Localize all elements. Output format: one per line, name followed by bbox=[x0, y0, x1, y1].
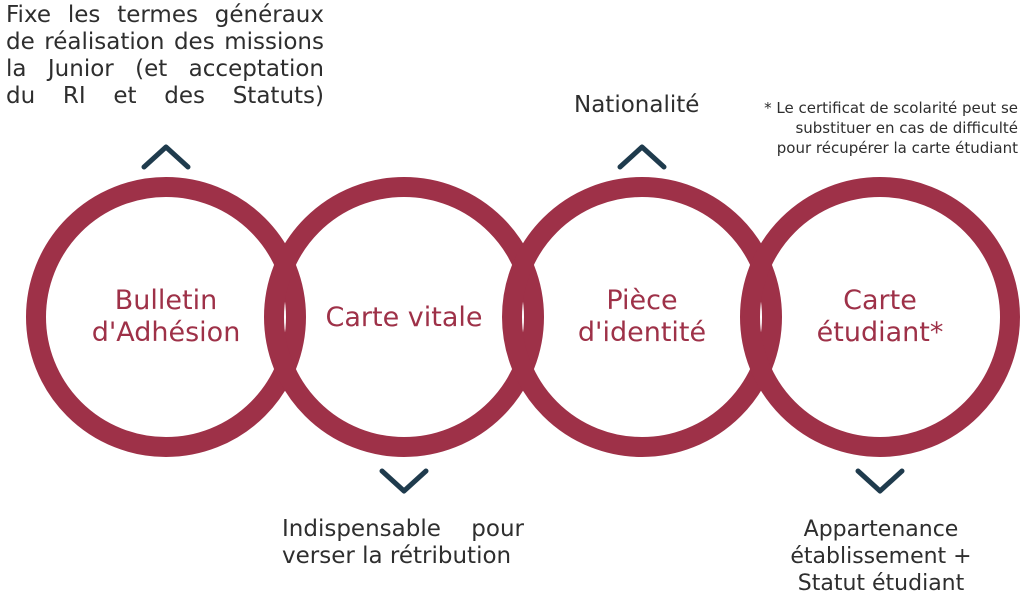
annotation-bulletin: Fixe les termes généraux de réalisation … bbox=[6, 2, 324, 109]
label-carte-vitale: Carte vitale bbox=[325, 302, 483, 333]
annotation-piece-identite: Nationalité bbox=[574, 92, 700, 118]
circle-carte-vitale bbox=[264, 177, 544, 457]
label-bulletin-adhesion: Bulletin d'Adhésion bbox=[91, 285, 241, 348]
chevron-down-icon bbox=[379, 468, 429, 494]
annotation-carte-etudiant: Appartenance établissement + Statut étud… bbox=[790, 517, 972, 596]
circle-bulletin-adhesion bbox=[26, 177, 306, 457]
chevron-down-icon bbox=[855, 468, 905, 494]
label-piece-identite: Pièce d'identité bbox=[577, 285, 707, 348]
circle-carte-etudiant bbox=[740, 177, 1020, 457]
footnote-carte-etudiant: * Le certificat de scolarité peut se sub… bbox=[764, 99, 1018, 157]
chevron-up-icon bbox=[141, 144, 191, 170]
circle-piece-identite bbox=[502, 177, 782, 457]
chevron-up-icon bbox=[617, 144, 667, 170]
label-carte-etudiant: Carte étudiant* bbox=[816, 285, 944, 348]
annotation-carte-vitale: Indispensable pour verser la rétribution bbox=[282, 516, 524, 569]
